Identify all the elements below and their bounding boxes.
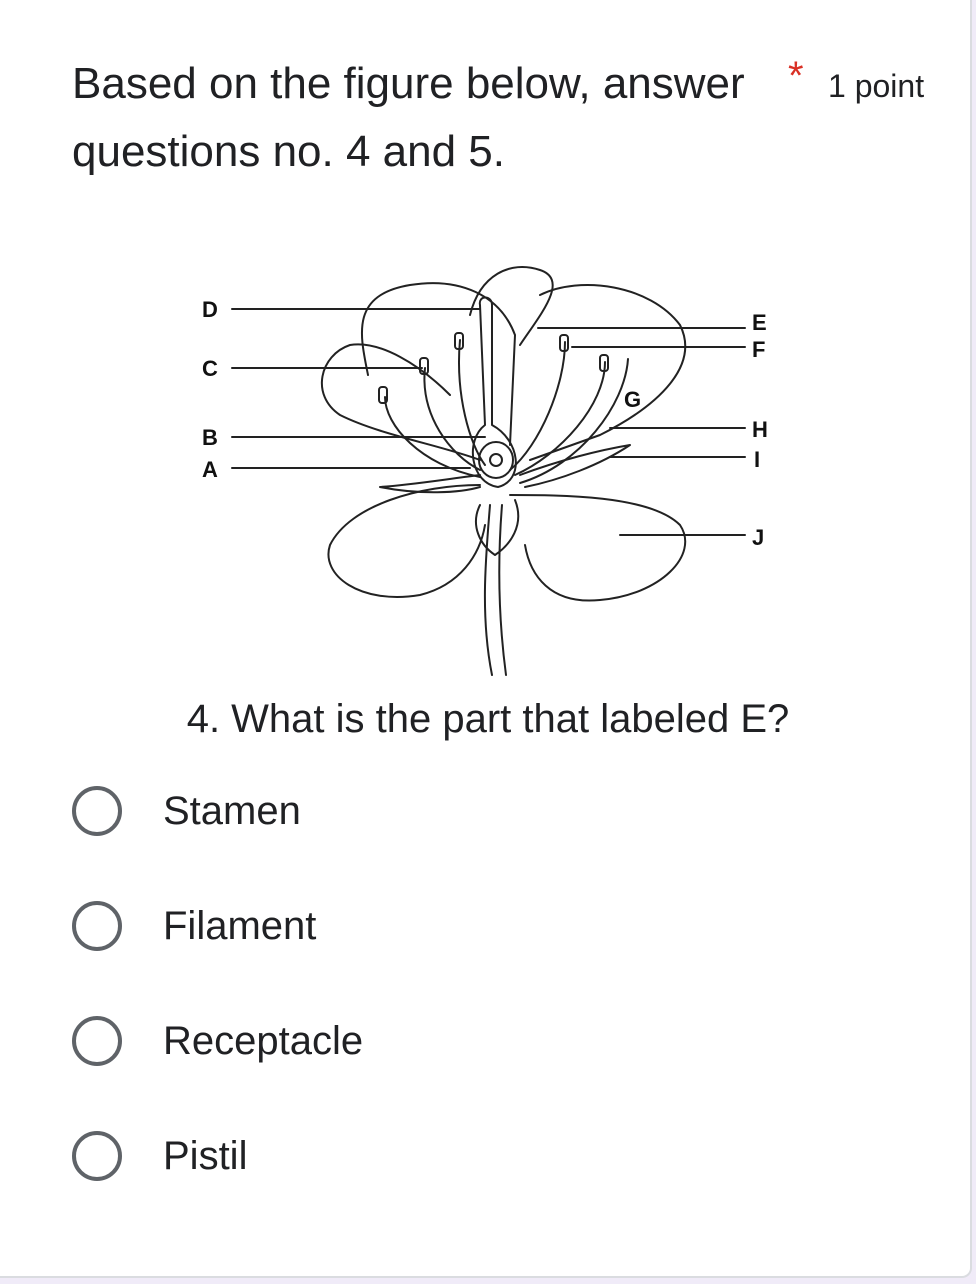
option-stamen[interactable]: Stamen xyxy=(70,780,670,840)
sub-question-text: 4. What is the part that labeled E? xyxy=(186,697,790,741)
points-label: 1 point xyxy=(828,68,925,104)
stamen-3 xyxy=(458,339,486,466)
label-e: E xyxy=(752,310,767,335)
label-g: G xyxy=(624,387,641,412)
label-b: B xyxy=(202,425,218,450)
pistil xyxy=(471,296,517,488)
option-label: Receptacle xyxy=(163,1019,364,1063)
stamen-2 xyxy=(423,367,481,471)
stamen-4 xyxy=(509,341,566,471)
label-d: D xyxy=(202,297,218,322)
label-i: I xyxy=(754,447,760,472)
anther-2 xyxy=(419,357,429,375)
option-receptacle[interactable]: Receptacle xyxy=(70,1010,670,1070)
label-f: F xyxy=(752,337,765,362)
sepal xyxy=(475,499,520,556)
petal-top-left xyxy=(361,282,516,446)
ovary xyxy=(478,441,514,479)
label-a: A xyxy=(202,457,218,482)
radio-button[interactable] xyxy=(72,786,122,836)
radio-button[interactable] xyxy=(72,1131,122,1181)
stamen-1 xyxy=(384,396,481,478)
sepal-left xyxy=(379,474,481,494)
flower-diagram: D C B A E F G H I J xyxy=(180,255,800,685)
stamen-5 xyxy=(514,361,606,476)
petal-top xyxy=(469,266,554,346)
option-filament[interactable]: Filament xyxy=(70,895,670,955)
petal-top-right xyxy=(529,284,687,461)
radio-button[interactable] xyxy=(72,901,122,951)
petal-bottom-left xyxy=(327,484,486,598)
label-j: J xyxy=(752,525,764,550)
option-label: Pistil xyxy=(163,1134,248,1178)
label-h: H xyxy=(752,417,768,442)
anther-3 xyxy=(454,332,464,350)
ovule xyxy=(489,453,503,467)
petal-left xyxy=(321,343,481,461)
question-title: Based on the figure below, answer questi… xyxy=(72,59,745,176)
petal-bottom-right xyxy=(509,494,687,602)
label-c: C xyxy=(202,356,218,381)
option-label: Filament xyxy=(163,904,317,948)
option-label: Stamen xyxy=(163,789,301,833)
anther-1 xyxy=(378,386,388,404)
required-asterisk: * xyxy=(788,54,804,98)
anther-5 xyxy=(599,354,609,372)
stamen-6 xyxy=(519,358,629,484)
radio-button[interactable] xyxy=(72,1016,122,1066)
stem xyxy=(483,504,507,676)
sepal-right xyxy=(519,444,631,488)
anther-4 xyxy=(559,334,569,352)
option-pistil[interactable]: Pistil xyxy=(70,1125,670,1185)
